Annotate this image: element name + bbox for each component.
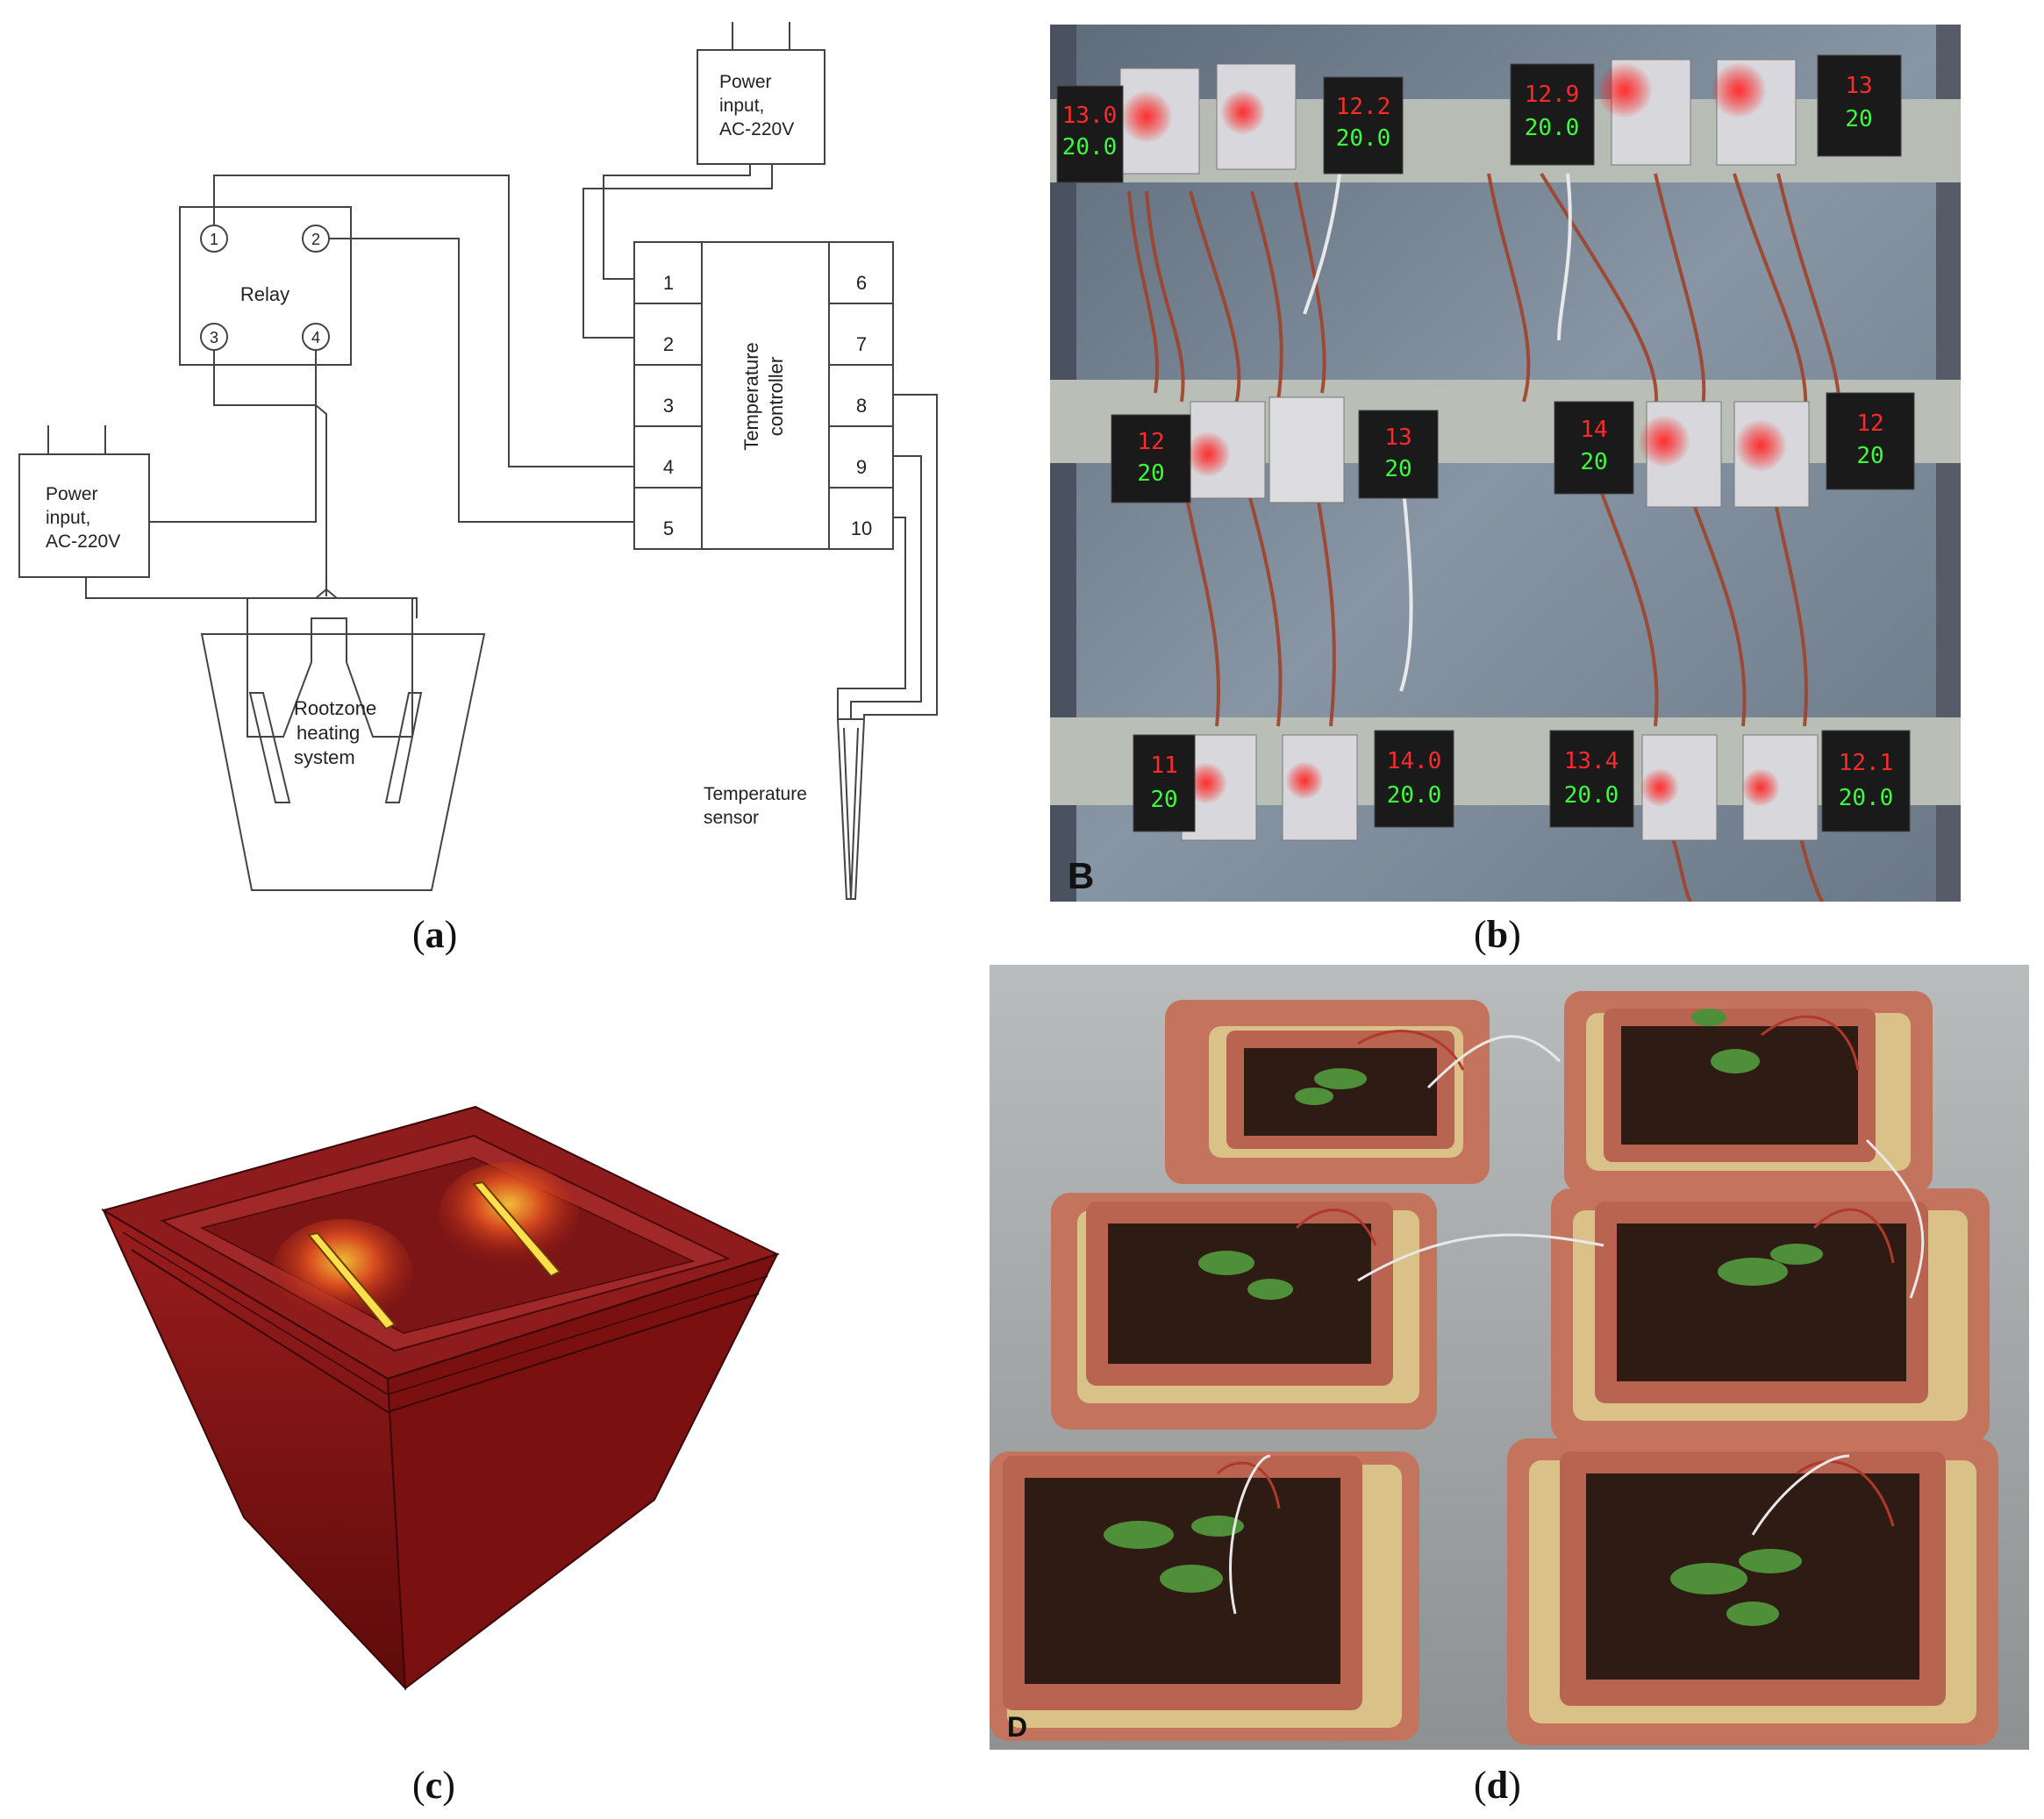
controller-r3-2: 14.0 20.0 — [1374, 730, 1454, 828]
power-input-left-box — [18, 453, 150, 578]
power-left-line1: Power — [46, 484, 98, 504]
relay-pin-4: 4 — [311, 329, 320, 346]
rail-top — [1050, 99, 1961, 182]
controller-r3-1: 11 20 — [1133, 734, 1196, 832]
pot-3 — [1051, 1193, 1437, 1430]
relay-title: Relay — [240, 283, 289, 305]
heater-line2: heating — [297, 722, 360, 744]
heater-line1: Rootzone — [294, 697, 376, 719]
svg-text:11: 11 — [1150, 753, 1177, 779]
plants — [1104, 1009, 1823, 1626]
controller-terminal-4: 4 — [663, 456, 674, 478]
controller-terminal-8: 8 — [856, 395, 867, 417]
svg-text:12: 12 — [1137, 429, 1164, 455]
caption-d: (d) — [1474, 1764, 1521, 1807]
controller-terminal-7: 7 — [856, 333, 867, 355]
sensor-line2: sensor — [704, 808, 759, 828]
heat-render-panel — [96, 1088, 798, 1701]
power-top-line3: AC-220V — [719, 119, 794, 139]
svg-text:20.0: 20.0 — [1336, 125, 1391, 152]
ssr-row2 — [1185, 396, 1810, 508]
controller-photo: 13.0 20.0 12.2 20.0 12.9 20.0 13 20 12 2… — [1050, 25, 1961, 902]
svg-text:20.0: 20.0 — [1564, 782, 1619, 809]
controller-r3-3: 13.4 20.0 — [1549, 730, 1634, 828]
controller-r2-1: 12 20 — [1111, 414, 1191, 503]
controller-photo-panel: 13.0 20.0 12.2 20.0 12.9 20.0 13 20 12 2… — [1050, 25, 1961, 902]
heating-plate-right — [472, 1181, 561, 1278]
svg-text:20.0: 20.0 — [1525, 115, 1580, 141]
svg-text:13: 13 — [1384, 424, 1412, 451]
power-top-line2: input, — [719, 96, 764, 116]
relay-pin-2: 2 — [311, 231, 320, 248]
pot-4 — [1551, 1188, 1990, 1443]
photo-d-corner-label: D — [1007, 1711, 1027, 1743]
pot-6 — [1507, 1438, 1998, 1745]
controller-r2-4: 12 20 — [1826, 392, 1915, 490]
controller-r1-2: 12.2 20.0 — [1323, 76, 1404, 175]
controller-r1-4: 13 20 — [1817, 54, 1902, 157]
controller-terminal-1: 1 — [663, 272, 674, 294]
pot-outline — [200, 633, 486, 891]
power-left-line2: input, — [46, 508, 90, 528]
caption-b: (b) — [1474, 913, 1521, 956]
heating-plate-left — [307, 1231, 397, 1330]
caption-a: (a) — [412, 913, 458, 956]
controller-terminal-3: 3 — [663, 395, 674, 417]
controller-r2-3: 14 20 — [1554, 401, 1634, 495]
controller-terminal-5: 5 — [663, 517, 674, 539]
heater-line3: system — [294, 746, 355, 768]
svg-text:20: 20 — [1150, 787, 1177, 813]
schematic-panel: Power input, AC-220V Power input, AC-220… — [0, 0, 1009, 912]
controller-r1-1: 13.0 20.0 — [1056, 85, 1124, 183]
svg-text:20.0: 20.0 — [1062, 134, 1118, 160]
pot-right-face — [386, 1252, 779, 1690]
svg-text:20: 20 — [1845, 106, 1872, 132]
svg-text:14: 14 — [1580, 417, 1607, 443]
svg-text:13: 13 — [1845, 73, 1872, 99]
svg-text:14.0: 14.0 — [1387, 748, 1442, 774]
controller-title-line2: controller — [765, 357, 787, 436]
pot-5 — [990, 1452, 1419, 1741]
power-input-top-box — [697, 49, 825, 165]
svg-text:20: 20 — [1856, 443, 1883, 469]
svg-text:20: 20 — [1137, 460, 1164, 487]
controller-terminal-10: 10 — [851, 517, 872, 539]
svg-text:13.0: 13.0 — [1062, 103, 1118, 129]
svg-text:20.0: 20.0 — [1387, 782, 1442, 809]
controller-r3-4: 12.1 20.0 — [1821, 730, 1911, 832]
power-top-line1: Power — [719, 72, 772, 92]
caption-c: (c) — [412, 1764, 455, 1807]
controller-title-line1: Temperature — [740, 342, 762, 451]
controller-r1-3: 12.9 20.0 — [1510, 63, 1595, 166]
relay-pin-3: 3 — [210, 329, 218, 346]
temperature-sensor-probe — [836, 718, 866, 900]
ssr-row1 — [1119, 59, 1797, 175]
relay-pin-1: 1 — [210, 231, 218, 248]
svg-text:12.9: 12.9 — [1525, 82, 1580, 108]
photo-b-corner-label: B — [1068, 855, 1094, 896]
svg-text:12: 12 — [1856, 410, 1883, 437]
wiring-schematic: Power input, AC-220V Power input, AC-220… — [18, 22, 938, 900]
pot-heat-render — [101, 1105, 780, 1691]
svg-text:13.4: 13.4 — [1564, 748, 1619, 774]
controller-terminal-6: 6 — [856, 272, 867, 294]
controller-r2-2: 13 20 — [1358, 410, 1439, 499]
controller-terminal-2: 2 — [663, 333, 674, 355]
pot-2 — [1564, 991, 1933, 1193]
heater-plate-right — [384, 692, 423, 803]
svg-text:20: 20 — [1580, 449, 1607, 475]
svg-text:12.1: 12.1 — [1839, 750, 1894, 776]
svg-text:20: 20 — [1384, 456, 1412, 482]
pots-photo: D — [990, 965, 2029, 1750]
pots-photo-panel: D — [990, 965, 2029, 1750]
relay-box — [179, 206, 352, 366]
svg-text:12.2: 12.2 — [1336, 94, 1391, 120]
svg-text:20.0: 20.0 — [1839, 785, 1894, 811]
power-left-line3: AC-220V — [46, 531, 120, 552]
heater-plate-left — [248, 692, 291, 803]
sensor-line1: Temperature — [704, 784, 807, 804]
controller-terminal-9: 9 — [856, 456, 867, 478]
